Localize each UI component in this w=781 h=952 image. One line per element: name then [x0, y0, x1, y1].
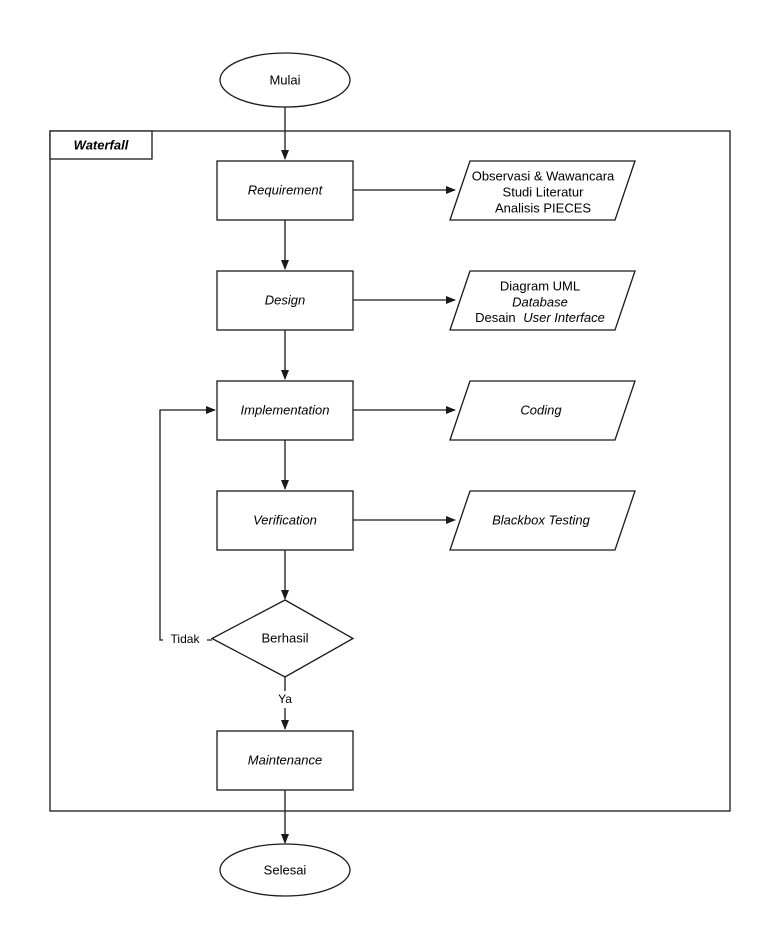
waterfall-tab-box — [49, 130, 153, 160]
node-start-label: Mulai — [269, 72, 300, 87]
edge-label-no: Tidak — [171, 632, 201, 646]
node-verification — [216, 490, 354, 551]
node-maintenance — [216, 730, 354, 791]
node-design-label: Design — [265, 292, 305, 307]
artifact-requirement-output — [449, 160, 636, 221]
edge-label-yes: Ya — [278, 692, 292, 706]
node-requirement-label: Requirement — [248, 182, 324, 197]
node-implementation — [216, 380, 354, 441]
edge-label-yes-bg — [272, 691, 298, 708]
node-maintenance-label: Maintenance — [248, 752, 322, 767]
waterfall-container-box — [49, 130, 731, 812]
artifact-implementation-output — [449, 380, 636, 441]
artifact-requirement-line1: Observasi & Wawancara — [472, 168, 615, 183]
artifact-design-line3: Desain User Interface — [475, 310, 605, 325]
node-implementation-label: Implementation — [241, 402, 330, 417]
artifact-design-line2: Database — [512, 294, 568, 309]
artifact-requirement-line3: Analisis PIECES — [495, 200, 591, 215]
node-decision-label: Berhasil — [262, 630, 309, 645]
node-start — [219, 52, 351, 108]
artifact-design-line1: Diagram UML — [500, 278, 580, 293]
waterfall-tab-label: Waterfall — [74, 137, 129, 152]
node-verification-label: Verification — [253, 512, 317, 527]
node-requirement — [216, 160, 354, 221]
artifact-design-line3-italic: User Interface — [523, 310, 605, 325]
node-design — [216, 270, 354, 331]
artifact-design-output — [449, 270, 636, 331]
artifact-verification-line1: Blackbox Testing — [492, 512, 591, 527]
artifact-implementation-line1: Coding — [520, 402, 562, 417]
edge-label-no-bg — [163, 631, 207, 648]
node-decision — [210, 599, 355, 678]
artifact-design-line3-plain: Desain — [475, 310, 515, 325]
artifact-verification-output — [449, 490, 636, 551]
node-end-label: Selesai — [264, 862, 307, 877]
node-end — [219, 843, 351, 897]
artifact-requirement-line2: Studi Literatur — [503, 184, 585, 199]
